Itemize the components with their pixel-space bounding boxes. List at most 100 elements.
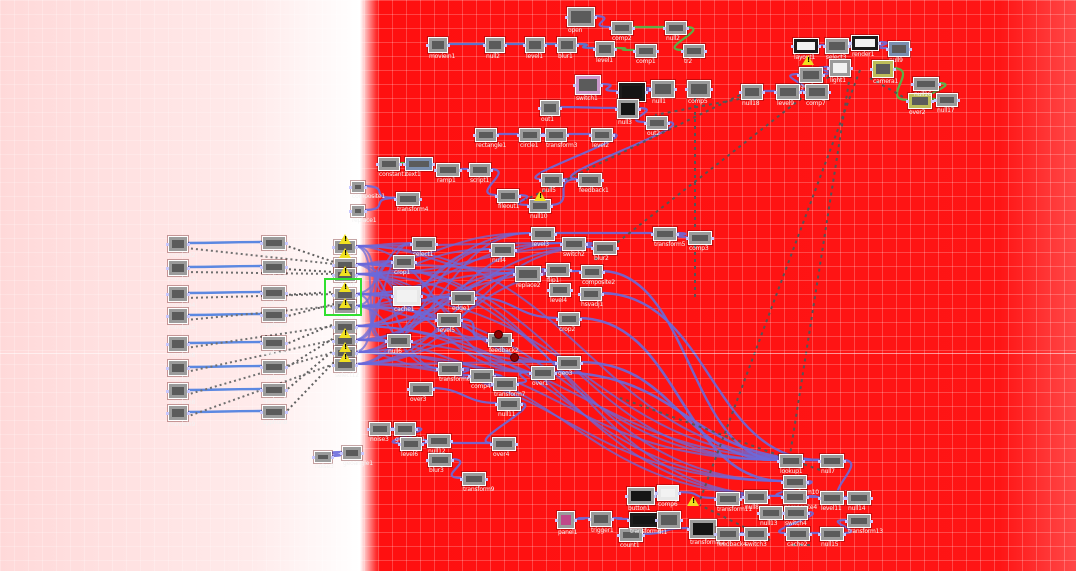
- node-row2-c[interactable]: transform3: [543, 128, 577, 149]
- warning-icon[interactable]: !: [339, 328, 351, 338]
- input-connector[interactable]: [591, 247, 594, 250]
- input-connector[interactable]: [714, 498, 717, 501]
- wire[interactable]: [574, 42, 596, 50]
- wire[interactable]: [552, 370, 821, 462]
- output-connector[interactable]: [638, 108, 641, 111]
- node-ctr-i[interactable]: replace2: [513, 266, 543, 289]
- wire[interactable]: [876, 40, 889, 50]
- output-connector[interactable]: [355, 364, 358, 367]
- output-connector[interactable]: [187, 343, 190, 346]
- input-connector[interactable]: [544, 269, 547, 272]
- output-connector[interactable]: [704, 50, 707, 53]
- node-hdr-out[interactable]: open: [565, 7, 597, 34]
- input-connector[interactable]: [543, 134, 546, 137]
- node-aux-b[interactable]: geoangle1: [392, 422, 425, 443]
- input-connector[interactable]: [332, 294, 335, 297]
- input-connector[interactable]: [166, 367, 169, 370]
- output-connector[interactable]: [187, 412, 190, 415]
- input-connector[interactable]: [742, 533, 745, 536]
- wire[interactable]: [676, 490, 717, 500]
- node-in-a[interactable]: constant1: [376, 157, 407, 178]
- output-connector[interactable]: [806, 481, 809, 484]
- wire[interactable]: [640, 526, 690, 536]
- input-connector[interactable]: [495, 403, 498, 406]
- output-connector[interactable]: [485, 478, 488, 481]
- output-connector[interactable]: [601, 179, 604, 182]
- warning-icon[interactable]: !: [339, 234, 351, 244]
- input-connector[interactable]: [681, 50, 684, 53]
- node-vid-b[interactable]: null2: [483, 37, 507, 60]
- wire[interactable]: [353, 294, 394, 341]
- input-connector[interactable]: [260, 242, 263, 245]
- node-right-b[interactable]: null7: [818, 454, 846, 475]
- node-ctr-j[interactable]: flip1: [544, 263, 572, 284]
- output-connector[interactable]: [566, 134, 569, 137]
- node-low-g[interactable]: geo3: [555, 356, 583, 377]
- wire[interactable]: [353, 260, 394, 353]
- output-connector[interactable]: [711, 237, 714, 240]
- wire[interactable]: [430, 386, 498, 405]
- output-connector[interactable]: [893, 68, 896, 71]
- input-connector[interactable]: [260, 342, 263, 345]
- output-connector[interactable]: [559, 107, 562, 110]
- input-connector[interactable]: [714, 533, 717, 536]
- output-connector[interactable]: [654, 495, 657, 498]
- wire[interactable]: [185, 387, 263, 392]
- node-low-d[interactable]: comp4: [468, 369, 496, 390]
- output-connector[interactable]: [432, 163, 435, 166]
- input-connector[interactable]: [609, 27, 612, 30]
- input-connector[interactable]: [436, 368, 439, 371]
- output-connector[interactable]: [762, 91, 765, 94]
- wire[interactable]: [572, 516, 591, 521]
- output-connector[interactable]: [490, 169, 493, 172]
- wire[interactable]: [353, 273, 784, 482]
- output-connector[interactable]: [674, 88, 677, 91]
- error-icon[interactable]: [494, 330, 503, 339]
- node-aux-i[interactable]: geoangle1: [340, 446, 373, 467]
- output-connector[interactable]: [540, 273, 543, 276]
- output-connector[interactable]: [285, 266, 288, 269]
- wire[interactable]: [353, 351, 780, 461]
- node-dst-4[interactable]: syphon4: [260, 308, 288, 329]
- output-connector[interactable]: [594, 16, 597, 19]
- input-connector[interactable]: [617, 534, 620, 537]
- output-connector[interactable]: [544, 44, 547, 47]
- output-connector[interactable]: [461, 368, 464, 371]
- input-connector[interactable]: [367, 428, 370, 431]
- node-bot-j[interactable]: null8: [742, 490, 770, 511]
- wire[interactable]: [577, 316, 784, 483]
- input-connector[interactable]: [547, 289, 550, 292]
- output-connector[interactable]: [460, 319, 463, 322]
- input-connector[interactable]: [845, 520, 848, 523]
- output-connector[interactable]: [600, 84, 603, 87]
- input-connector[interactable]: [349, 186, 352, 189]
- node-aux-a[interactable]: noise3: [367, 422, 393, 443]
- node-bot-g[interactable]: fit1: [655, 511, 683, 536]
- node-src-7[interactable]: moviein8: [166, 383, 195, 406]
- input-connector[interactable]: [870, 68, 873, 71]
- output-connector[interactable]: [187, 315, 190, 318]
- node-bot-r[interactable]: null15: [818, 527, 846, 548]
- wire[interactable]: [353, 296, 452, 365]
- input-connector[interactable]: [565, 16, 568, 19]
- output-connector[interactable]: [616, 247, 619, 250]
- output-connector[interactable]: [187, 293, 190, 296]
- input-connector[interactable]: [460, 478, 463, 481]
- input-connector[interactable]: [332, 340, 335, 343]
- input-connector[interactable]: [483, 44, 486, 47]
- node-low-e[interactable]: transform7: [491, 377, 525, 398]
- warning-icon[interactable]: !: [339, 282, 351, 292]
- output-connector[interactable]: [432, 388, 435, 391]
- output-connector[interactable]: [957, 99, 960, 102]
- output-connector[interactable]: [843, 497, 846, 500]
- output-connector[interactable]: [569, 269, 572, 272]
- output-connector[interactable]: [806, 496, 809, 499]
- output-connector[interactable]: [421, 443, 424, 446]
- node-right-d[interactable]: composite4: [781, 490, 817, 511]
- input-connector[interactable]: [260, 366, 263, 369]
- input-connector[interactable]: [426, 44, 429, 47]
- output-connector[interactable]: [399, 163, 402, 166]
- wire[interactable]: [609, 516, 630, 521]
- node-mid-extra2[interactable]: out1: [538, 100, 562, 123]
- input-connector[interactable]: [166, 293, 169, 296]
